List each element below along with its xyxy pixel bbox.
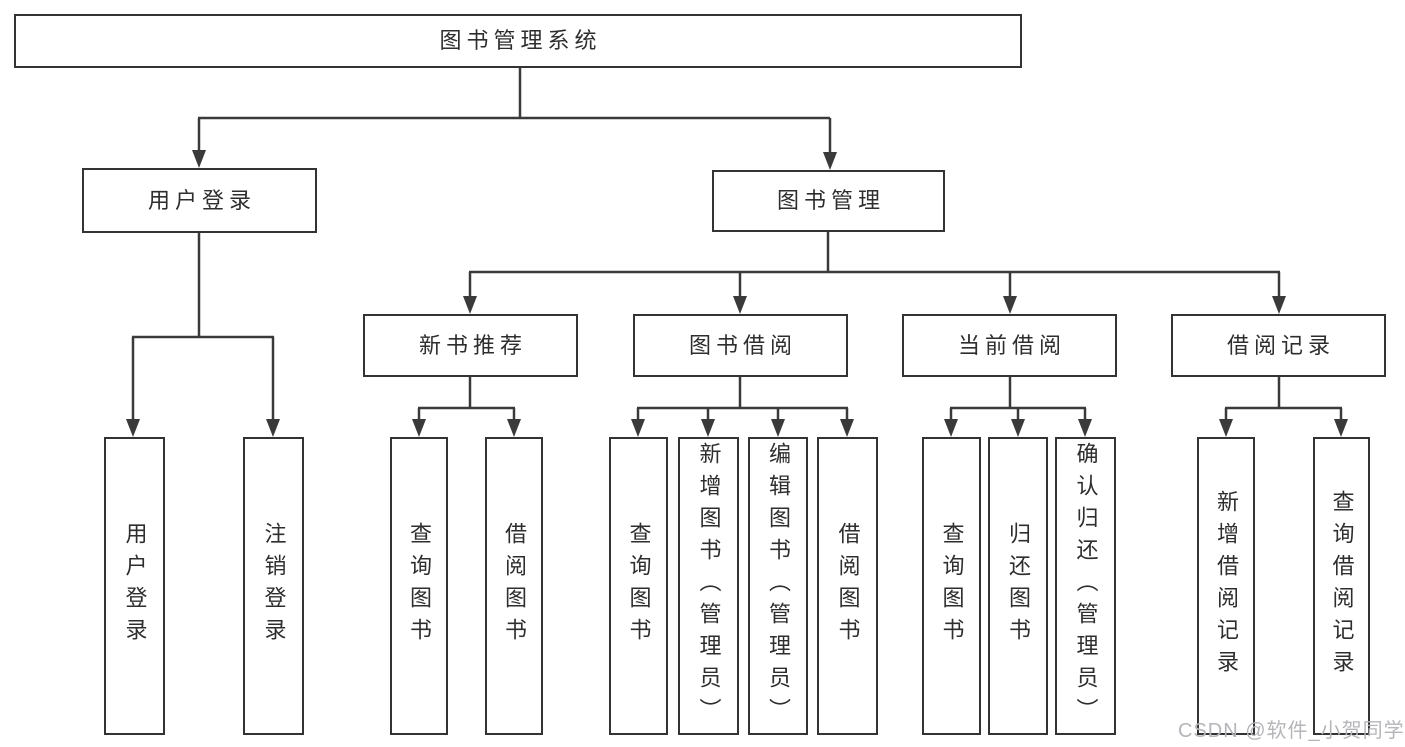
node-user-login: 用户登录 <box>82 168 317 233</box>
leaf-logout: 注销登录 <box>243 437 304 735</box>
leaf-query-books-current: 查询图书 <box>922 437 981 735</box>
leaf-query-borrow-record: 查询借阅记录 <box>1313 437 1370 735</box>
watermark: CSDN @软件_小贺同学 <box>1178 720 1405 742</box>
leaf-add-borrow-record: 新增借阅记录 <box>1197 437 1255 735</box>
leaf-query-books-borrowing: 查询图书 <box>609 437 668 735</box>
node-book-borrowing: 图书借阅 <box>633 314 848 377</box>
leaf-query-books-recommend: 查询图书 <box>390 437 448 735</box>
leaf-user-login: 用户登录 <box>104 437 165 735</box>
leaf-confirm-return-admin: 确认归还（管理员） <box>1055 437 1116 735</box>
leaf-borrow-books-recommend: 借阅图书 <box>485 437 543 735</box>
node-library-management-system: 图书管理系统 <box>14 14 1022 68</box>
node-current-borrowing: 当前借阅 <box>902 314 1117 377</box>
leaf-return-books: 归还图书 <box>988 437 1048 735</box>
node-borrowing-records: 借阅记录 <box>1171 314 1386 377</box>
leaf-borrow-books-borrowing: 借阅图书 <box>817 437 878 735</box>
node-new-book-recommendation: 新书推荐 <box>363 314 578 377</box>
leaf-edit-books-admin: 编辑图书（管理员） <box>748 437 808 735</box>
node-book-management: 图书管理 <box>712 170 945 232</box>
leaf-add-books-admin: 新增图书（管理员） <box>678 437 739 735</box>
